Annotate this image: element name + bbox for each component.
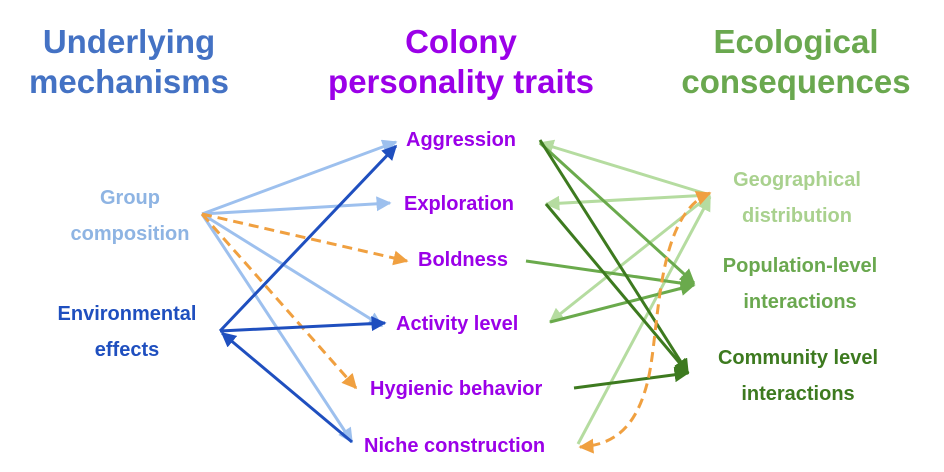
node-population-level-interactions: Population-level interactions (700, 248, 900, 320)
arrow-env-to-aggression (218, 144, 398, 333)
arrow-group-to-hygienic (200, 213, 358, 390)
heading-colony-personality-traits: Colony personality traits (316, 22, 606, 102)
node-community-level-interactions: Community level interactions (700, 340, 896, 412)
heading-traits-line2: personality traits (328, 63, 594, 100)
node-pop-line1: Population-level (722, 255, 878, 277)
node-group-line1: Group (100, 187, 160, 209)
node-group-composition: Group composition (40, 180, 220, 252)
heading-consequences-line1: Ecological (713, 23, 879, 60)
node-env-line1: Environmental (57, 303, 197, 325)
node-niche-construction: Niche construction (364, 435, 546, 457)
node-geographical-distribution: Geographical distribution (710, 162, 884, 234)
node-community-line2: interactions (741, 383, 855, 405)
heading-traits-line1: Colony (405, 23, 517, 60)
node-group-line2: composition (70, 223, 190, 245)
node-geo-line2: distribution (742, 205, 852, 227)
arrow-geo-to-exploration (544, 193, 711, 211)
arrow-geo-niche-curve (578, 191, 712, 454)
node-pop-line2: interactions (743, 291, 857, 313)
arrow-geo-to-aggression (538, 139, 711, 197)
node-env-line2: effects (94, 339, 160, 361)
node-community-line1: Community level (717, 347, 879, 369)
heading-mechanisms-line1: Underlying (42, 23, 216, 60)
arrow-group-to-activity (201, 212, 384, 328)
arrow-group-to-exploration (201, 196, 392, 216)
heading-ecological-consequences: Ecological consequences (676, 22, 916, 102)
node-hygienic-behavior: Hygienic behavior (370, 378, 543, 400)
node-geo-line1: Geographical (733, 169, 861, 191)
arrow-env-to-activity (219, 316, 387, 333)
arrow-group-to-aggression (201, 139, 398, 216)
node-boldness: Boldness (418, 249, 509, 271)
heading-underlying-mechanisms: Underlying mechanisms (22, 22, 236, 102)
node-environmental-effects: Environmental effects (20, 296, 234, 368)
arrow-niche-to-env (220, 331, 353, 444)
heading-mechanisms-line2: mechanisms (29, 63, 229, 100)
heading-consequences-line2: consequences (681, 63, 911, 100)
arrow-hygienic-to-community (573, 367, 690, 390)
node-aggression: Aggression (406, 129, 517, 151)
arrow-group-to-boldness (201, 212, 409, 266)
node-exploration: Exploration (404, 193, 515, 215)
node-activity-level: Activity level (396, 313, 519, 335)
